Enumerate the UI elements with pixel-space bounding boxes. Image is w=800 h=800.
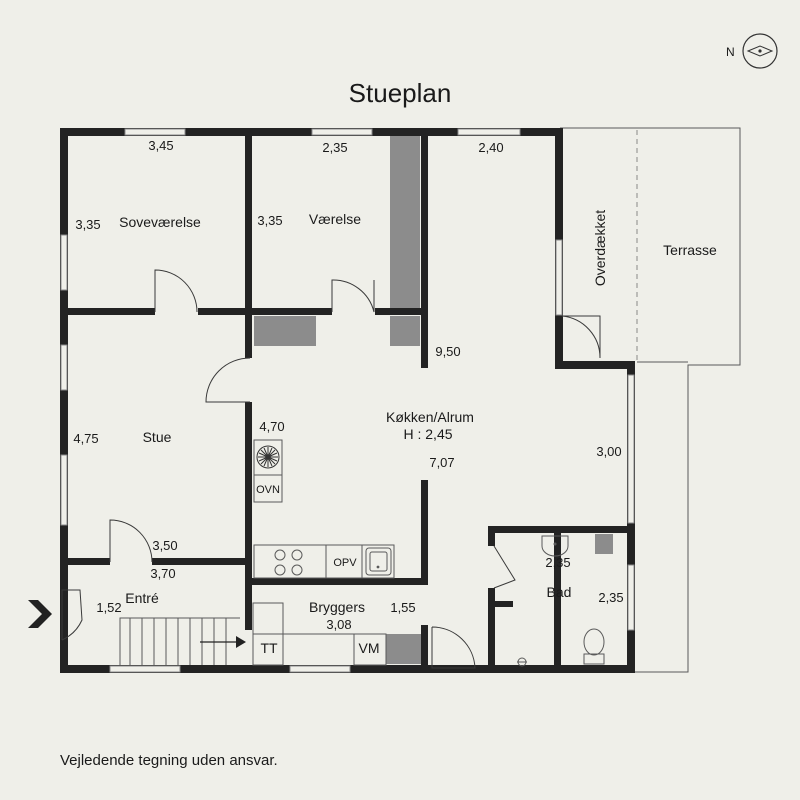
- hob-icon: [274, 549, 303, 576]
- dim-sove-width: 3,45: [148, 138, 173, 153]
- dim-entre-width: 3,70: [150, 566, 175, 581]
- room-label-overdaekket: Overdækket: [592, 210, 608, 286]
- dim-stue-width: 3,50: [152, 538, 177, 553]
- label-oven: OVN: [256, 484, 280, 496]
- label-washer: VM: [359, 640, 380, 656]
- kitchen-counter: [253, 544, 395, 579]
- room-label-bad: Bad: [547, 584, 572, 600]
- toilet-icon: [583, 628, 605, 665]
- dim-sove-height: 3,35: [75, 217, 100, 232]
- fixture-labels: OVN OPV TT VM: [256, 484, 379, 656]
- gray-blocks: [254, 136, 613, 664]
- dim-vaer-width: 2,35: [322, 140, 347, 155]
- kitchen-column: [253, 439, 283, 503]
- room-label-stue: Stue: [143, 429, 172, 445]
- dim-bad-width: 2,35: [545, 555, 570, 570]
- compass-arrow-icon: [746, 45, 774, 57]
- dim-bryggers-width: 3,08: [326, 617, 351, 632]
- dim-top-right-width: 2,40: [478, 140, 503, 155]
- compass-circle: [742, 33, 778, 69]
- dim-bad-height: 2,35: [598, 590, 623, 605]
- dim-vaer-height: 3,35: [257, 213, 282, 228]
- bathroom-fixtures: [517, 535, 605, 667]
- dim-stue-height: 4,75: [73, 431, 98, 446]
- dim-entre-height: 1,52: [96, 600, 121, 615]
- doors: [61, 269, 601, 669]
- room-label-koekken: Køkken/Alrum: [386, 409, 474, 425]
- dimension-labels: 3,45 3,35 2,35 3,35 2,40 9,50 4,75 4,70 …: [73, 138, 623, 632]
- dim-kitchen-depth: 7,07: [429, 455, 454, 470]
- stair-arrow-icon: [236, 636, 246, 648]
- laundry-appliances: [252, 602, 387, 666]
- disclaimer: Vejledende tegning uden ansvar.: [60, 752, 278, 769]
- fan-icon: [256, 445, 280, 469]
- compass: N: [726, 33, 778, 69]
- dim-right-width: 3,00: [596, 444, 621, 459]
- room-height-koekken: H : 2,45: [403, 426, 452, 442]
- room-label-vaerelse: Værelse: [309, 211, 361, 227]
- label-dishwasher: OPV: [333, 557, 357, 569]
- washbasin-icon: [541, 535, 569, 557]
- floor-drain-icon: [517, 657, 527, 667]
- dim-kitchen-length: 9,50: [435, 344, 460, 359]
- room-labels: Soveværelse Værelse Stue Køkken/Alrum H …: [119, 210, 717, 615]
- room-label-sovevaerelse: Soveværelse: [119, 214, 201, 230]
- sink-icon: [365, 547, 392, 576]
- label-dryer: TT: [260, 640, 278, 656]
- dim-kitchen-width: 4,70: [259, 419, 284, 434]
- entrance-arrow-icon: [28, 600, 52, 628]
- dim-bryggers-height: 1,55: [390, 600, 415, 615]
- staircase: [119, 617, 246, 665]
- room-label-entre: Entré: [125, 590, 159, 606]
- room-label-terrasse: Terrasse: [663, 242, 717, 258]
- windows: [60, 128, 635, 673]
- terrace-area: [560, 127, 741, 673]
- plan-title: Stueplan: [349, 78, 452, 108]
- room-label-bryggers: Bryggers: [309, 599, 365, 615]
- compass-north-label: N: [726, 45, 735, 59]
